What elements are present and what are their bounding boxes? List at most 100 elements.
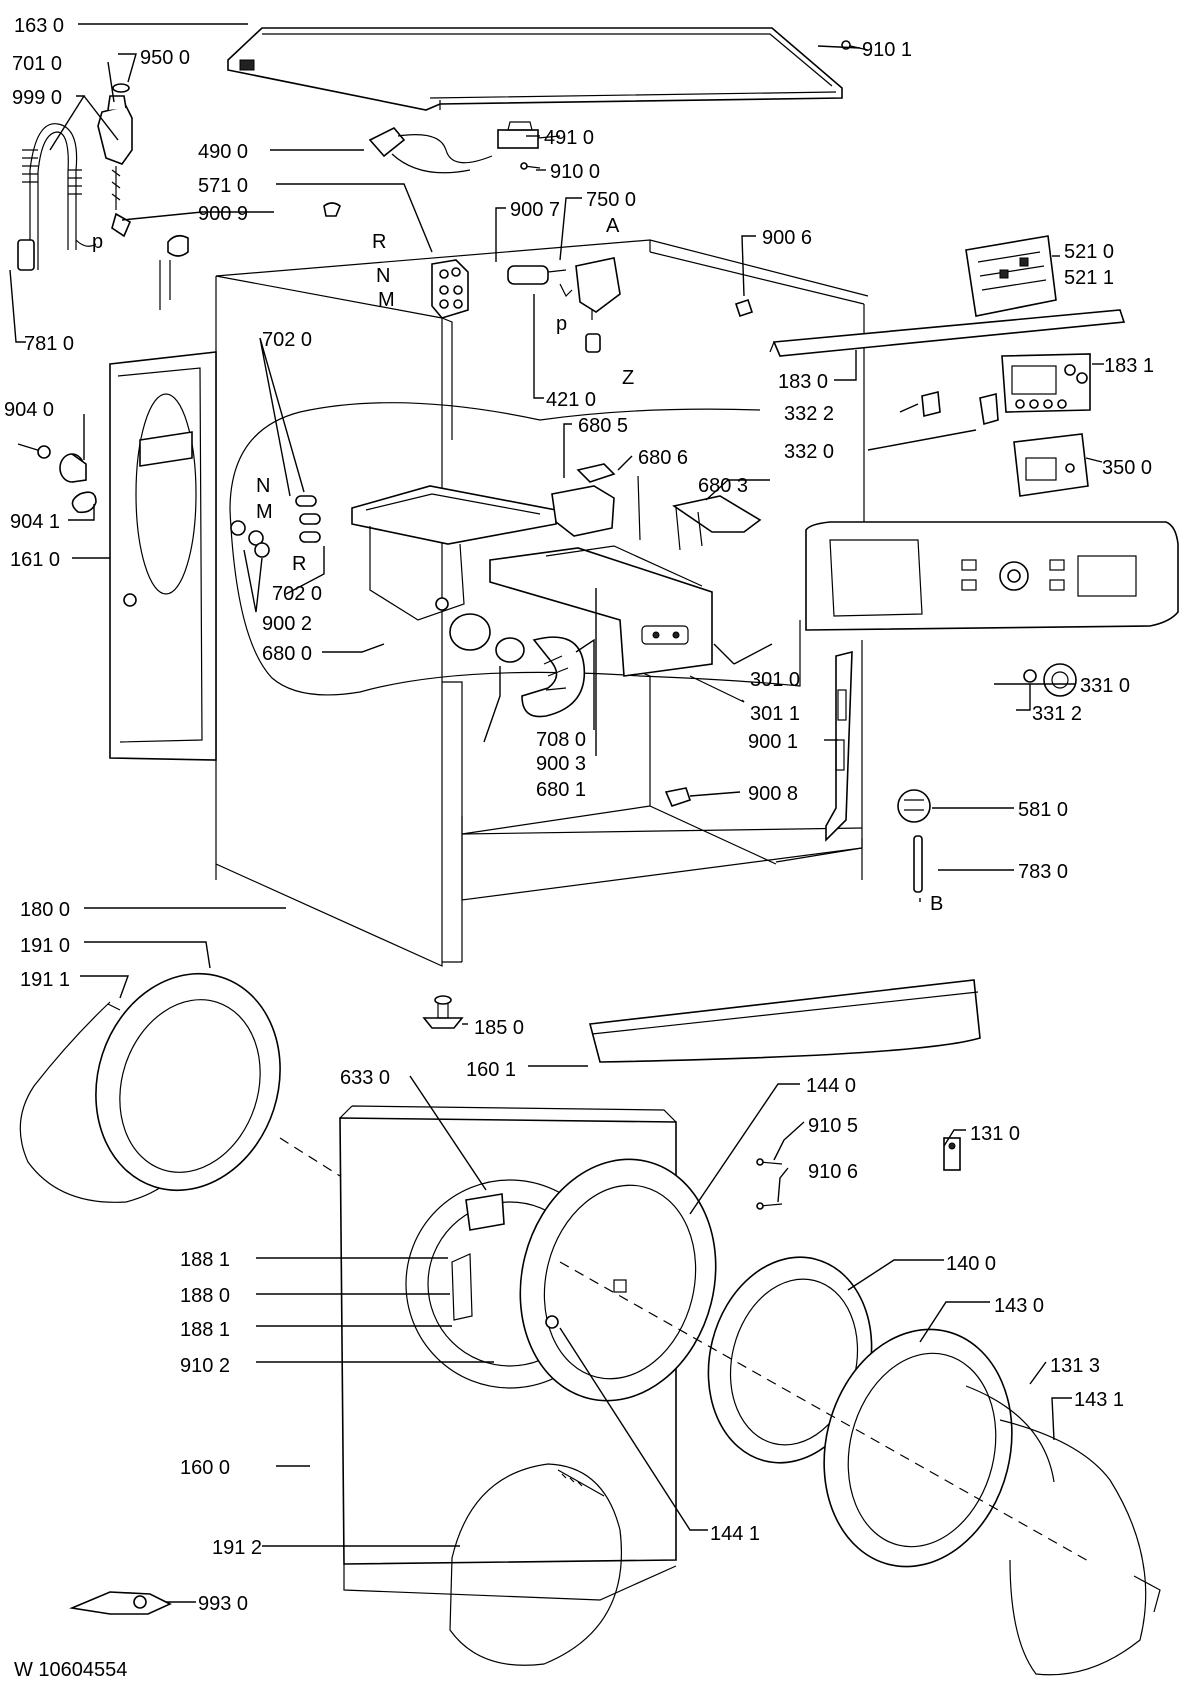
part-label-1830: 183 0: [778, 371, 828, 393]
part-label-4910: 491 0: [544, 127, 594, 149]
foot-1850-drawing: [422, 995, 464, 1029]
part-label-7810: 781 0: [24, 333, 74, 355]
part-label-9040: 904 0: [4, 399, 54, 421]
dispenser-box-drawing: [351, 485, 557, 651]
part-label-1910: 191 0: [20, 935, 70, 957]
part-label-1880: 188 0: [180, 1285, 230, 1307]
screw-9105-drawing: [756, 1158, 783, 1166]
inlet-valve-drawing: [431, 259, 469, 319]
letter-Z: Z: [622, 367, 634, 389]
control-panel-drawing: [805, 521, 1179, 631]
part-label-3011: 301 1: [750, 703, 800, 725]
letter-p-valve: p: [556, 313, 567, 335]
document-code: W 10604554: [14, 1659, 127, 1681]
letter-N-valve: N: [376, 265, 390, 287]
part-label-5810: 581 0: [1018, 799, 1068, 821]
part-label-1800: 180 0: [20, 899, 70, 921]
part-label-7020b: 702 0: [272, 583, 322, 605]
clip-9008-drawing: [664, 787, 692, 807]
letter-R-dispenser: R: [292, 553, 306, 575]
part-label-6330: 633 0: [340, 1067, 390, 1089]
part-label-9002: 900 2: [262, 613, 312, 635]
part-label-1831: 183 1: [1104, 355, 1154, 377]
screw-9100-drawing: [520, 162, 541, 170]
letter-N-dispenser: N: [256, 475, 270, 497]
letter-R-valve: R: [372, 231, 386, 253]
clip-9006-drawing: [734, 298, 754, 318]
part-label-7010: 701 0: [12, 53, 62, 75]
part-label-1313: 131 3: [1050, 1355, 1100, 1377]
filter-plug-drawing: [17, 443, 97, 514]
part-label-7080: 708 0: [536, 729, 586, 751]
part-label-1601: 160 1: [466, 1059, 516, 1081]
control-rail-drawing: [769, 309, 1126, 357]
part-label-3322: 332 2: [784, 403, 834, 425]
part-label-1310: 131 0: [970, 1123, 1020, 1145]
part-label-9008: 900 8: [748, 783, 798, 805]
part-label-1610: 161 0: [10, 549, 60, 571]
assembly-axis-line: [279, 1137, 341, 1177]
leader-lines: [9, 23, 1104, 1603]
part-label-3320: 332 0: [784, 441, 834, 463]
part-label-7020a: 702 0: [262, 329, 312, 351]
part-label-9500: 950 0: [140, 47, 190, 69]
part-label-6805: 680 5: [578, 415, 628, 437]
part-label-4900: 490 0: [198, 141, 248, 163]
part-label-9006: 900 6: [762, 227, 812, 249]
part-label-9001: 900 1: [748, 731, 798, 753]
part-label-1630: 163 0: [14, 15, 64, 37]
part-label-9105: 910 5: [808, 1115, 858, 1137]
letter-B: B: [930, 893, 943, 915]
part-label-9106: 910 6: [808, 1161, 858, 1183]
timer-knob-drawing: [897, 789, 931, 893]
bellows-hose-drawing: [495, 636, 586, 718]
part-label-6806: 680 6: [638, 447, 688, 469]
part-label-3500: 350 0: [1102, 457, 1152, 479]
pressure-switch-drawing: [507, 257, 621, 353]
part-label-7500: 750 0: [586, 189, 636, 211]
part-label-1911: 191 1: [20, 969, 70, 991]
part-labels: 163 0 910 1 701 0 950 0 999 0 490 0 491 …: [4, 15, 1154, 1681]
display-board-drawing: [1001, 353, 1091, 413]
part-label-9003: 900 3: [536, 753, 586, 775]
part-label-7830: 783 0: [1018, 861, 1068, 883]
switch-3320-drawing: [979, 392, 999, 426]
part-label-9007: 900 7: [510, 199, 560, 221]
part-label-5211: 521 1: [1064, 267, 1114, 289]
part-label-1440: 144 0: [806, 1075, 856, 1097]
bracket-9001-drawing: [825, 650, 853, 842]
module-3500-drawing: [1013, 433, 1089, 497]
part-label-9009: 900 9: [198, 203, 248, 225]
part-label-1850: 185 0: [474, 1017, 524, 1039]
part-label-1400: 140 0: [946, 1253, 996, 1275]
part-label-9101: 910 1: [862, 39, 912, 61]
cutaway-outline-drawing: [229, 402, 801, 696]
part-label-9100: 910 0: [550, 161, 600, 183]
dispenser-hoses-drawing: [230, 495, 321, 558]
part-label-6803: 680 3: [698, 475, 748, 497]
part-label-3312: 331 2: [1032, 703, 1082, 725]
drawer-rod-drawing: [689, 675, 745, 703]
detergent-drawer-drawing: [489, 545, 713, 677]
part-label-1600: 160 0: [180, 1457, 230, 1479]
side-panel-drawing: [109, 351, 217, 761]
hinge-1310-drawing: [943, 1137, 961, 1171]
door-ring-assembly-drawing: [519, 1158, 1161, 1676]
door-gasket-drawing: [19, 972, 281, 1203]
top-cover-drawing: [227, 27, 843, 111]
part-label-3010: 301 0: [750, 669, 800, 691]
part-label-5710: 571 0: [198, 175, 248, 197]
screw-9106-drawing: [756, 1202, 783, 1210]
filter-4910-drawing: [497, 121, 561, 149]
door-glass-drawing: [449, 1463, 622, 1666]
letter-M-valve: M: [378, 289, 395, 311]
part-label-1881b: 188 1: [180, 1319, 230, 1341]
part-label-6800: 680 0: [262, 643, 312, 665]
part-label-1881a: 188 1: [180, 1249, 230, 1271]
part-label-1912: 191 2: [212, 1537, 262, 1559]
part-label-6801: 680 1: [536, 779, 586, 801]
clamp-9009-drawing: [159, 202, 341, 310]
inlet-hose-assembly-drawing: [17, 83, 133, 271]
part-label-4210: 421 0: [546, 389, 596, 411]
